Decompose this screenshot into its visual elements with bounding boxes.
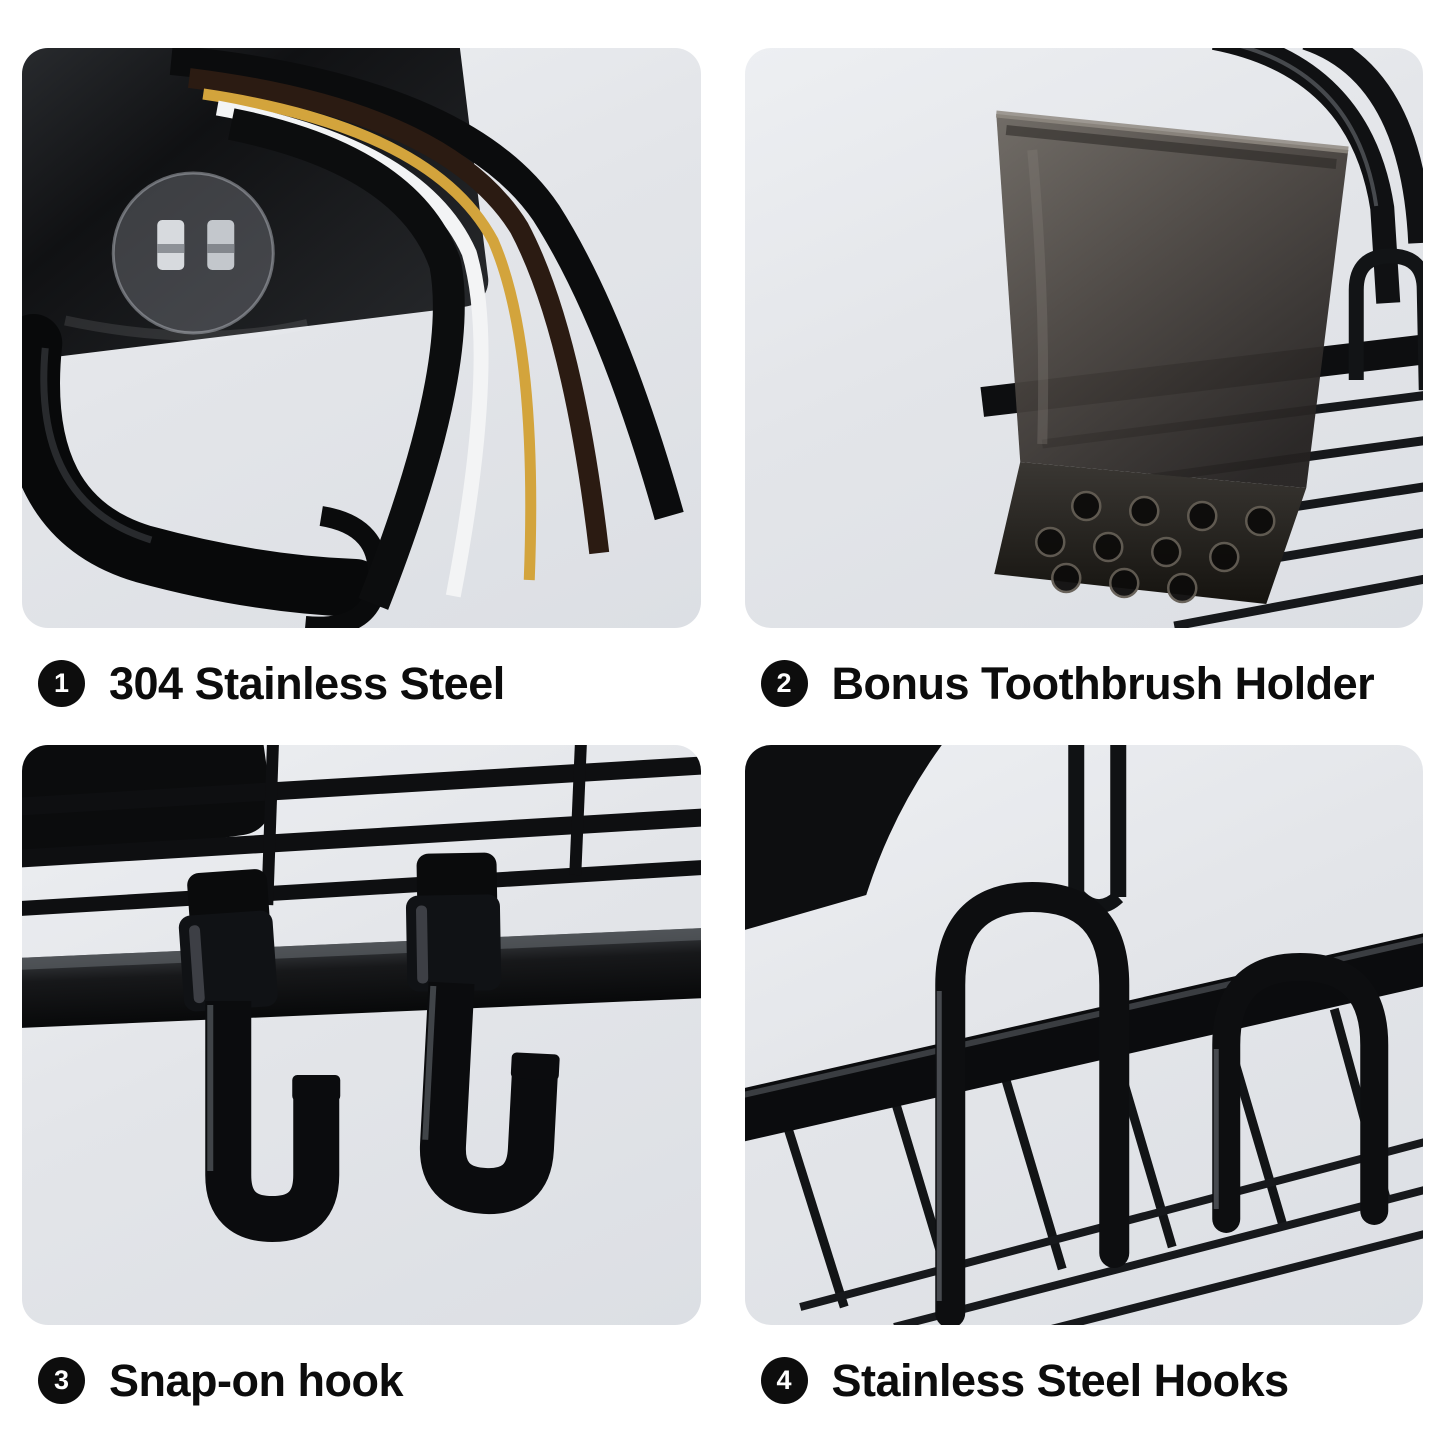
feature-caption-4: 4 Stainless Steel Hooks [745,1325,1424,1442]
feature-label: Stainless Steel Hooks [831,1354,1290,1406]
feature-photo-2 [744,48,1423,628]
feature-label: Bonus Toothbrush Holder [831,657,1375,709]
feature-number-badge: 3 [38,1357,85,1404]
feature-photo-3 [22,745,701,1325]
feature-label: 304 Stainless Steel [109,657,505,709]
feature-number-badge: 4 [760,1357,808,1404]
stainless-steel-layers-illustration [22,48,684,628]
feature-number-badge: 1 [38,660,85,707]
toothbrush-holder-cup-illustration [979,48,1423,628]
cup-body [993,110,1349,604]
feature-caption-2: 2 Bonus Toothbrush Holder [745,628,1424,745]
feature-number-badge: 2 [760,660,808,707]
feature-caption-1: 1 304 Stainless Steel [22,628,701,745]
feature-card-4: 4 Stainless Steel Hooks [744,745,1424,1442]
feature-card-3: 3 Snap-on hook [22,745,701,1442]
feature-caption-3: 3 Snap-on hook [22,1325,701,1442]
feature-label: Snap-on hook [109,1354,403,1406]
feature-photo-4 [744,745,1423,1325]
snap-hook-left [178,869,341,1242]
feature-card-2: 2 Bonus Toothbrush Holder [744,48,1424,745]
adhesive-pad [111,171,275,335]
wire-arch-hooks-illustration [744,745,1423,1325]
feature-card-1: 1 304 Stainless Steel [22,48,701,745]
wire-arch-hook-right [1211,952,1388,1233]
feature-grid: 1 304 Stainless Steel [22,48,1423,1442]
snap-hook-right [405,852,560,1214]
wire-arch-hook-left [934,881,1129,1325]
snap-on-hooks-illustration [22,745,701,1242]
feature-photo-1 [22,48,701,628]
